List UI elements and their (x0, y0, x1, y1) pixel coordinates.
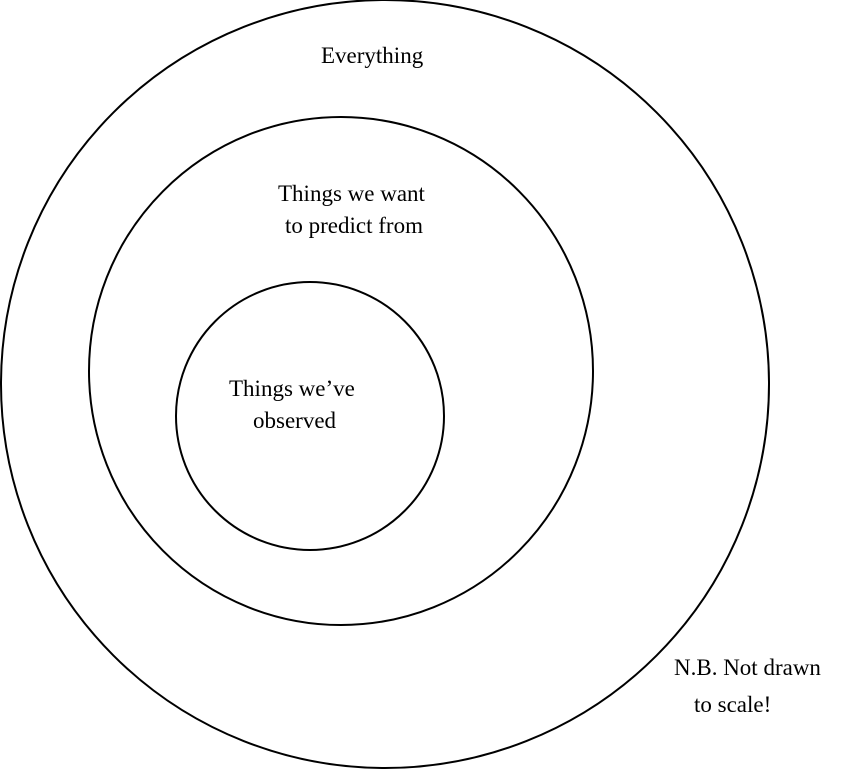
outer-circle-everything (0, 0, 770, 769)
note-line-1: N.B. Not drawn (674, 655, 821, 680)
label-observed-line-1: Things we’ve (229, 376, 355, 401)
label-everything: Everything (321, 43, 424, 68)
label-predict-line-1: Things we want (278, 181, 426, 206)
middle-circle-predict (88, 116, 594, 626)
label-predict-line-2: to predict from (285, 213, 423, 238)
label-observed-line-2: observed (253, 408, 337, 433)
inner-circle-observed (175, 281, 445, 551)
note-line-2: to scale! (694, 692, 771, 717)
